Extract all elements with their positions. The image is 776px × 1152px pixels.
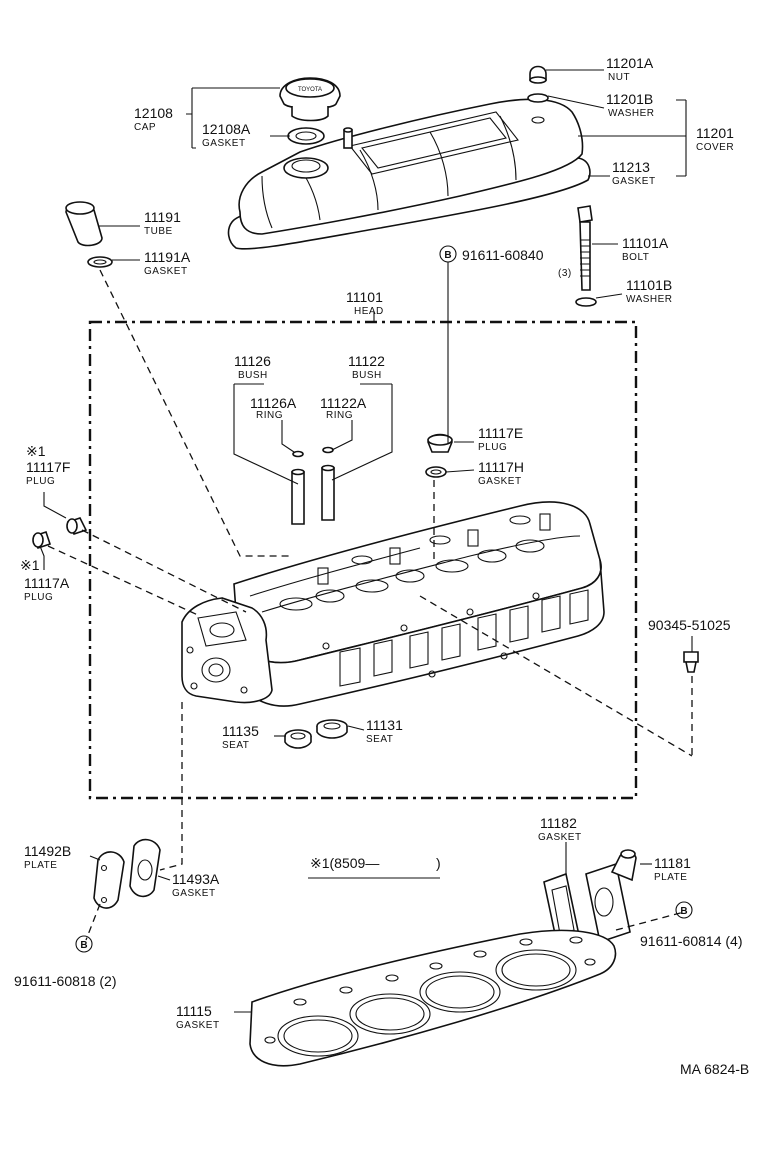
label-11201-num: 11201 xyxy=(696,125,734,141)
model-note: ※1(8509— xyxy=(310,855,379,871)
label-11117E-name: PLUG xyxy=(478,442,507,453)
label-11492B-name: PLATE xyxy=(24,860,57,871)
cap-gasket[interactable] xyxy=(287,127,325,145)
label-11201A-name: NUT xyxy=(608,72,630,83)
label-11101-name: HEAD xyxy=(354,306,384,317)
diagram-code: MA 6824-B xyxy=(680,1061,749,1077)
label-11101B-name: WASHER xyxy=(626,294,673,305)
plug-11117F[interactable] xyxy=(66,517,88,535)
svg-text:B: B xyxy=(80,940,87,951)
cover-washer[interactable] xyxy=(527,93,549,103)
plug-11117A[interactable] xyxy=(32,530,52,550)
label-11181-num: 11181 xyxy=(654,855,691,871)
label-11131-num: 11131 xyxy=(366,717,403,733)
model-note-close: ) xyxy=(436,855,441,871)
bush-11126[interactable] xyxy=(291,468,305,525)
label-11117F-name: PLUG xyxy=(26,476,55,487)
label-12108-name: CAP xyxy=(134,122,156,133)
svg-text:B: B xyxy=(680,906,687,917)
seat-11135[interactable] xyxy=(284,729,312,749)
label-91611-60840-num: 91611-60840 xyxy=(462,247,544,263)
plate-11492B[interactable] xyxy=(93,851,125,909)
bolt-marker-91611-60840: B xyxy=(439,245,457,263)
label-11117H-name: GASKET xyxy=(478,476,522,487)
label-11135-name: SEAT xyxy=(222,740,249,751)
label-11492B-num: 11492B xyxy=(24,843,71,859)
label-11126-num: 11126 xyxy=(234,353,271,369)
plug-11117E[interactable] xyxy=(427,433,453,453)
label-11191A-name: GASKET xyxy=(144,266,188,277)
oil-filler-cap[interactable]: TOYOTA xyxy=(279,77,341,122)
label-11122-name: BUSH xyxy=(352,370,382,381)
head-front-housing xyxy=(181,597,273,704)
label-11122A-name: RING xyxy=(326,410,353,421)
label-11117A-num: 11117A xyxy=(24,575,70,591)
label-11117A-mark: ※1 xyxy=(20,557,40,573)
label-11201B-num: 11201B xyxy=(606,91,653,107)
gasket-11493A[interactable] xyxy=(129,838,161,898)
label-91611-60840-qty: (3) xyxy=(558,268,572,279)
cover-nut[interactable] xyxy=(529,65,547,84)
label-91611-60814-num: 91611-60814 (4) xyxy=(640,933,742,949)
label-11117F-mark: ※1 xyxy=(26,443,46,459)
label-11117A-name: PLUG xyxy=(24,592,53,603)
label-11181-name: PLATE xyxy=(654,872,687,883)
label-11115-num: 11115 xyxy=(176,1003,212,1019)
label-11122A-num: 11122A xyxy=(320,395,367,411)
label-11126-name: BUSH xyxy=(238,370,268,381)
label-11126A-num: 11126A xyxy=(250,395,297,411)
label-11101B-num: 11101B xyxy=(626,277,672,293)
plug-bolt-90345[interactable] xyxy=(683,651,699,673)
cylinder-head[interactable] xyxy=(233,501,605,707)
label-91611-60818-num: 91611-60818 (2) xyxy=(14,973,116,989)
ring-11122A[interactable] xyxy=(322,446,334,454)
tube[interactable] xyxy=(65,201,103,247)
label-11201-name: COVER xyxy=(696,142,734,153)
label-11131-name: SEAT xyxy=(366,734,393,745)
label-11101A-num: 11101A xyxy=(622,235,669,251)
label-90345-51025-num: 90345-51025 xyxy=(648,617,731,633)
head-assembly-boundary xyxy=(88,320,638,800)
bolt-marker-91611-60814: B xyxy=(675,901,693,919)
head-bolt-washer[interactable] xyxy=(575,297,597,307)
label-12108-num: 12108 xyxy=(134,105,173,121)
bolt-marker-91611-60818: B xyxy=(75,935,93,953)
label-11213-num: 11213 xyxy=(612,159,650,175)
label-11182-name: GASKET xyxy=(538,832,582,843)
label-11101A-name: BOLT xyxy=(622,252,649,263)
label-11201B-name: WASHER xyxy=(608,108,655,119)
bush-11122[interactable] xyxy=(321,464,335,521)
head-bolt[interactable] xyxy=(577,205,593,291)
head-gasket[interactable] xyxy=(249,929,617,1067)
label-12108A-num: 12108A xyxy=(202,121,251,137)
label-11117H-num: 11117H xyxy=(478,459,524,475)
label-12108A-name: GASKET xyxy=(202,138,246,149)
seat-11131[interactable] xyxy=(316,719,348,739)
label-11493A-name: GASKET xyxy=(172,888,216,899)
label-11115-name: GASKET xyxy=(176,1020,220,1031)
gasket-11117H[interactable] xyxy=(425,466,447,478)
label-11122-num: 11122 xyxy=(348,353,385,369)
label-11117E-num: 11117E xyxy=(478,425,523,441)
ring-11126A[interactable] xyxy=(292,450,304,458)
label-11135-num: 11135 xyxy=(222,723,259,739)
cap-logo: TOYOTA xyxy=(298,87,322,93)
label-11191A-num: 11191A xyxy=(144,249,191,265)
label-11201A-num: 11201A xyxy=(606,55,654,71)
label-11191-num: 11191 xyxy=(144,209,181,225)
label-11117F-num: 11117F xyxy=(26,459,70,475)
label-11213-name: GASKET xyxy=(612,176,656,187)
tube-gasket[interactable] xyxy=(87,256,113,268)
label-11191-name: TUBE xyxy=(144,226,173,237)
svg-text:B: B xyxy=(444,250,451,261)
label-11493A-num: 11493A xyxy=(172,871,220,887)
label-11182-num: 11182 xyxy=(540,815,577,831)
plate-11181[interactable] xyxy=(585,849,637,944)
valve-cover[interactable] xyxy=(227,98,591,250)
label-11126A-name: RING xyxy=(256,410,283,421)
label-11101-num: 11101 xyxy=(346,289,383,305)
